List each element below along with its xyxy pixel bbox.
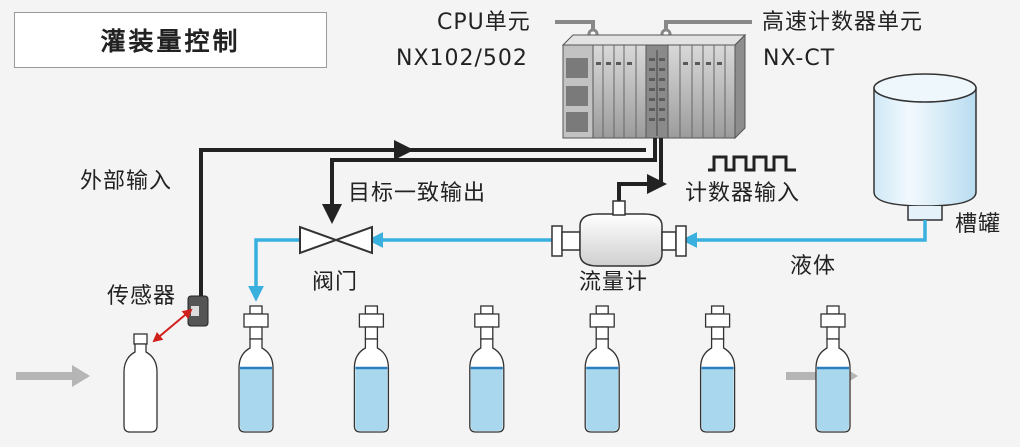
title-box: 灌装量控制	[14, 12, 327, 68]
filled-bottles	[238, 305, 851, 433]
external-input-wire	[199, 140, 414, 303]
counter-unit-model-label: NX-CT	[763, 46, 836, 71]
plc-rack	[561, 33, 747, 140]
counter-unit-name-label: 高速计数器单元	[762, 10, 924, 35]
empty-bottle	[123, 333, 158, 433]
pulse-train-icon	[708, 155, 796, 172]
valve-symbol	[299, 225, 373, 255]
conveyor-arrow-left	[16, 365, 90, 387]
tank-label: 槽罐	[955, 212, 1002, 237]
cpu-unit-name-label: CPU单元	[437, 10, 531, 35]
external-input-label: 外部输入	[80, 169, 173, 194]
valve-label: 阀门	[312, 270, 359, 295]
counter-input-wire	[617, 174, 667, 201]
flowmeter-label: 流量计	[579, 270, 649, 295]
target-output-wire	[322, 138, 657, 224]
sensor-beam	[152, 308, 193, 343]
filled-bottle	[353, 305, 390, 433]
filled-bottle	[815, 305, 851, 433]
counter-input-label: 计数器输入	[685, 181, 801, 206]
filled-bottle	[699, 305, 736, 433]
tank	[873, 73, 977, 221]
cpu-unit-model-label: NX102/502	[396, 46, 528, 71]
page-title: 灌装量控制	[100, 27, 241, 56]
liquid-line-tank-to-flowmeter	[681, 220, 927, 248]
filled-bottle	[238, 305, 274, 433]
filled-bottle	[584, 305, 620, 433]
flowmeter	[551, 200, 687, 267]
sensor-label: 传感器	[107, 284, 177, 309]
liquid-line-valve-to-nozzle	[248, 238, 300, 302]
target-output-label: 目标一致输出	[348, 181, 487, 206]
liquid-label: 液体	[790, 254, 837, 279]
filled-bottle	[469, 305, 505, 433]
